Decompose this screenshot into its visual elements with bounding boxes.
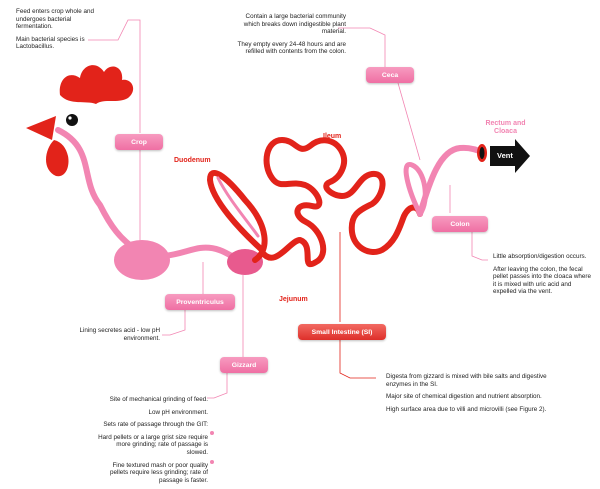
- duodenum-loop: [206, 170, 268, 263]
- crop-note-2: Main bacterial species is Lactobacillus.: [16, 35, 85, 51]
- eye-shape: [66, 114, 78, 126]
- colon-notes: Little absorption/digestion occurs. Afte…: [493, 253, 593, 301]
- ceca-down-connector: [397, 82, 421, 161]
- gizzard-note-4: Hard pellets or a large grist size requi…: [98, 433, 208, 456]
- ceca-connector: [338, 27, 386, 67]
- chicken-head: [26, 65, 134, 177]
- bullet-dot: [210, 431, 214, 435]
- gizzard-note-3: Sets rate of passage through the GIT:: [103, 421, 208, 429]
- duodenum-label: Duodenum: [174, 157, 211, 164]
- beak-shape: [26, 116, 56, 140]
- vent-arrow: [490, 139, 530, 173]
- bullet-dot: [210, 460, 214, 464]
- jejunum-label: Jejunum: [279, 296, 308, 303]
- proventriculus-note-1: Lining secretes acid - low pH environmen…: [79, 327, 161, 342]
- colon-box: Colon: [432, 216, 488, 232]
- ileum-label: Ileum: [323, 133, 342, 140]
- small-intestine-box: Small Intestine (SI): [298, 324, 386, 340]
- si-note-1: Digesta from gizzard is mixed with bile …: [386, 373, 547, 388]
- gizzard-connector: [207, 372, 228, 399]
- si-note-3: High surface area due to villi and micro…: [386, 405, 547, 413]
- gizzard-note-1: Site of mechanical grinding of feed.: [109, 396, 208, 403]
- small-intestine-notes: Digesta from gizzard is mixed with bile …: [386, 373, 566, 418]
- gizzard-note-5: Fine textured mash or poor quality pelle…: [109, 461, 208, 484]
- ceca-note-2: They empty every 24-48 hours and are ref…: [237, 40, 346, 56]
- colon-connector: [471, 232, 488, 261]
- si-connector: [339, 340, 376, 379]
- wattle-shape: [46, 140, 69, 177]
- jejunum-ileum-coils: [259, 137, 423, 268]
- gizzard-note-2: Low pH environment.: [148, 408, 208, 416]
- proventriculus-shape: [227, 249, 263, 275]
- ceca-note-1: Contain a large bacterial community whic…: [243, 13, 346, 36]
- crop-box: Crop: [115, 134, 163, 150]
- gizzard-box: Gizzard: [220, 357, 268, 373]
- si-note-2: Major site of chemical digestion and nut…: [386, 393, 542, 401]
- proventriculus-connector: [162, 310, 186, 336]
- colon-shape: [417, 144, 487, 217]
- proventriculus-box: Proventriculus: [165, 294, 235, 310]
- colon-note-1: Little absorption/digestion occurs.: [493, 253, 587, 260]
- crop-note-1: Feed enters crop whole and undergoes bac…: [16, 8, 95, 31]
- ceca-box: Ceca: [366, 67, 414, 83]
- comb-shape: [59, 65, 134, 104]
- crop-shape: [114, 240, 170, 280]
- rectum-cloaca-label: Rectum and Cloaca: [485, 120, 526, 135]
- crop-connector: [88, 19, 141, 133]
- crop-notes: Feed enters crop whole and undergoes bac…: [16, 8, 98, 56]
- colon-note-2: After leaving the colon, the fecal pelle…: [493, 265, 592, 296]
- ceca-notes: Contain a large bacterial community whic…: [232, 13, 346, 61]
- proventriculus-notes: Lining secretes acid - low pH environmen…: [78, 327, 161, 347]
- vent-label: Vent: [497, 151, 513, 160]
- gizzard-notes: Site of mechanical grinding of feed. Low…: [98, 396, 208, 489]
